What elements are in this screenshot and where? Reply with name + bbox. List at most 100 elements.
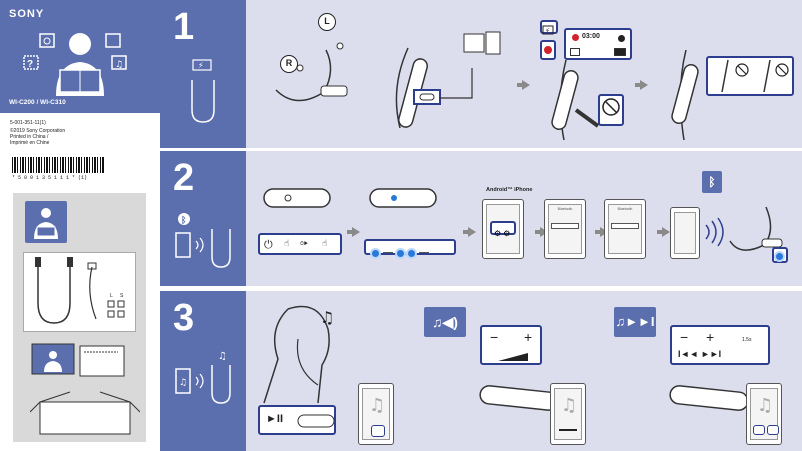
release-icon: ☝ — [322, 239, 328, 249]
phone-track-screen-inner: ♫ — [750, 388, 779, 440]
os-label: Android™ iPhone — [486, 187, 533, 193]
step-1-arrow-1 — [517, 80, 530, 90]
neckband-headset-icon — [275, 42, 348, 102]
svg-text:?: ? — [27, 59, 33, 70]
led-red-dot — [572, 34, 579, 41]
unplugged-remote-illustration — [671, 50, 699, 140]
cover-header: SONY ? ♫ WI-C200 / WI-C310 — [0, 0, 160, 113]
step-2-arrow-2 — [463, 227, 476, 237]
step-3-section: 3 ♫ ♫ ♫ ►II ♫ ♫◀) − + — [160, 291, 802, 451]
headphones-cable-icon: L S — [35, 257, 125, 324]
left-marker-badge: L — [318, 13, 336, 31]
contents-box: L S — [23, 252, 136, 332]
wireless-waves-icon — [705, 217, 724, 247]
phone-play-button[interactable] — [371, 425, 385, 437]
charge-time-callout: 03:00 — [564, 28, 632, 60]
track-mode-icon: ♫►►I — [614, 307, 656, 337]
right-marker-badge: R — [280, 55, 298, 73]
volume-callout: − + — [480, 325, 542, 365]
volume-minus[interactable]: − — [490, 329, 499, 345]
brand-logo: SONY — [9, 8, 45, 20]
play-pause-callout: ►II — [258, 405, 336, 435]
phone-play-screen-inner: ♫ — [362, 388, 390, 440]
svg-text:S: S — [120, 293, 124, 299]
remote-control-led-icon — [369, 188, 437, 208]
battery-empty-icon — [570, 48, 580, 56]
copyright: ©2019 Sony Corporation — [10, 128, 66, 134]
phone-volume-slider[interactable] — [559, 429, 577, 431]
reading-person-icon: ? ♫ — [23, 33, 127, 96]
play-pause-label[interactable]: ►II — [266, 413, 283, 425]
step-1-body: L R ⚡ 03:00 — [246, 0, 802, 148]
track-minus[interactable]: − — [680, 329, 689, 345]
phone-screen-4 — [674, 212, 696, 254]
model-name: WI-C200 / WI-C310 — [9, 99, 66, 106]
bluetooth-pairing-icon: ᛒ — [175, 213, 231, 268]
music-playback-icon: ♫ ♫ — [175, 351, 231, 404]
step-1-number: 1 — [173, 6, 195, 48]
device-list-item[interactable] — [611, 223, 639, 229]
barcode — [12, 157, 104, 173]
charging-headset-icon: ⚡ — [191, 59, 215, 123]
volume-bar-icon — [498, 353, 528, 361]
volume-mode-icon: ♫◀) — [424, 307, 466, 337]
track-remote-icon — [669, 385, 749, 411]
track-plus[interactable]: + — [706, 329, 715, 345]
phone-bluetooth-screen: Bluetooth — [544, 199, 586, 259]
svg-text:♫: ♫ — [179, 378, 187, 388]
music-note-icon-2: ♫ — [561, 395, 578, 416]
press-icon: ☝ — [284, 239, 290, 249]
bluetooth-icon: ᛒ — [702, 171, 722, 193]
step-2-number-panel: 2 ᛒ — [160, 151, 246, 286]
svg-text:♫: ♫ — [115, 60, 123, 70]
phone-screen-3: Bluetooth — [608, 204, 642, 254]
svg-text:⚡: ⚡ — [198, 61, 204, 70]
step-1-arrow-2 — [635, 80, 648, 90]
charge-time: 03:00 — [582, 33, 600, 40]
phone-play-screen: ♫ — [358, 383, 394, 445]
prev-next-label[interactable]: I◄◄ ►►I — [678, 349, 722, 359]
settings-icons-callout: ⚙⚙ — [490, 221, 516, 238]
iphone-settings-icon[interactable]: ⚙ — [503, 229, 511, 238]
connected-headset-icon — [729, 206, 783, 251]
device-list-label: Bluetooth — [617, 207, 633, 211]
led-blink-callout — [364, 239, 456, 257]
step-2-arrow-5 — [657, 227, 670, 237]
track-skip-callout: − + I◄◄ ►►I 1.5s — [670, 325, 770, 365]
bluetooth-screen-label: Bluetooth — [557, 207, 573, 211]
phone-screen-2: Bluetooth — [548, 204, 582, 254]
phone-next-button[interactable] — [767, 425, 779, 435]
step-1-number-panel: 1 ⚡ — [160, 0, 246, 148]
android-settings-icon[interactable]: ⚙ — [494, 229, 502, 238]
led-connected-callout — [772, 247, 788, 263]
step-3-number: 3 — [173, 297, 195, 339]
manuals-box-icon — [30, 343, 140, 435]
led-off-dot — [618, 35, 625, 42]
svg-text:ᛒ: ᛒ — [181, 215, 186, 226]
step-2-arrow-1 — [347, 227, 360, 237]
svg-text:L: L — [110, 293, 113, 299]
step-2-number: 2 — [173, 157, 195, 199]
phone-prev-button[interactable] — [753, 425, 765, 435]
printed-en: Printed in China / — [10, 134, 49, 140]
music-note-icon-3: ♫ — [757, 395, 774, 416]
bluetooth-toggle[interactable] — [551, 223, 579, 229]
step-3-body: ♫ ►II ♫ ♫◀) − + ♫ ♫►►I − — [246, 291, 802, 451]
phone-track-screen: ♫ — [746, 383, 782, 445]
volume-plus[interactable]: + — [524, 329, 533, 345]
no-wet-callout — [598, 94, 624, 126]
power-icon: ⏻ — [264, 238, 273, 251]
music-note-icon: ♫ — [369, 395, 386, 416]
hold-indicator: ⏱▶ — [300, 241, 308, 247]
led-blink-pattern — [370, 244, 431, 262]
manual-reader-icon — [25, 201, 67, 243]
phone-connected — [670, 207, 700, 259]
charging-remote-illustration — [551, 60, 600, 140]
step-3-number-panel: 3 ♫ ♫ — [160, 291, 246, 451]
remote-control-icon — [263, 188, 331, 208]
step-2-body: ⏻ ☝ ⏱▶ ☝ Android™ iPhone ⚙⚙ Bluetooth — [246, 151, 802, 286]
phone-device-list: Bluetooth — [604, 199, 646, 259]
barcode-digits: * 5 0 0 1 3 5 1 1 1 * (1) — [12, 175, 88, 181]
battery-full-icon — [614, 48, 626, 56]
hold-time: 1.5s — [742, 337, 752, 343]
